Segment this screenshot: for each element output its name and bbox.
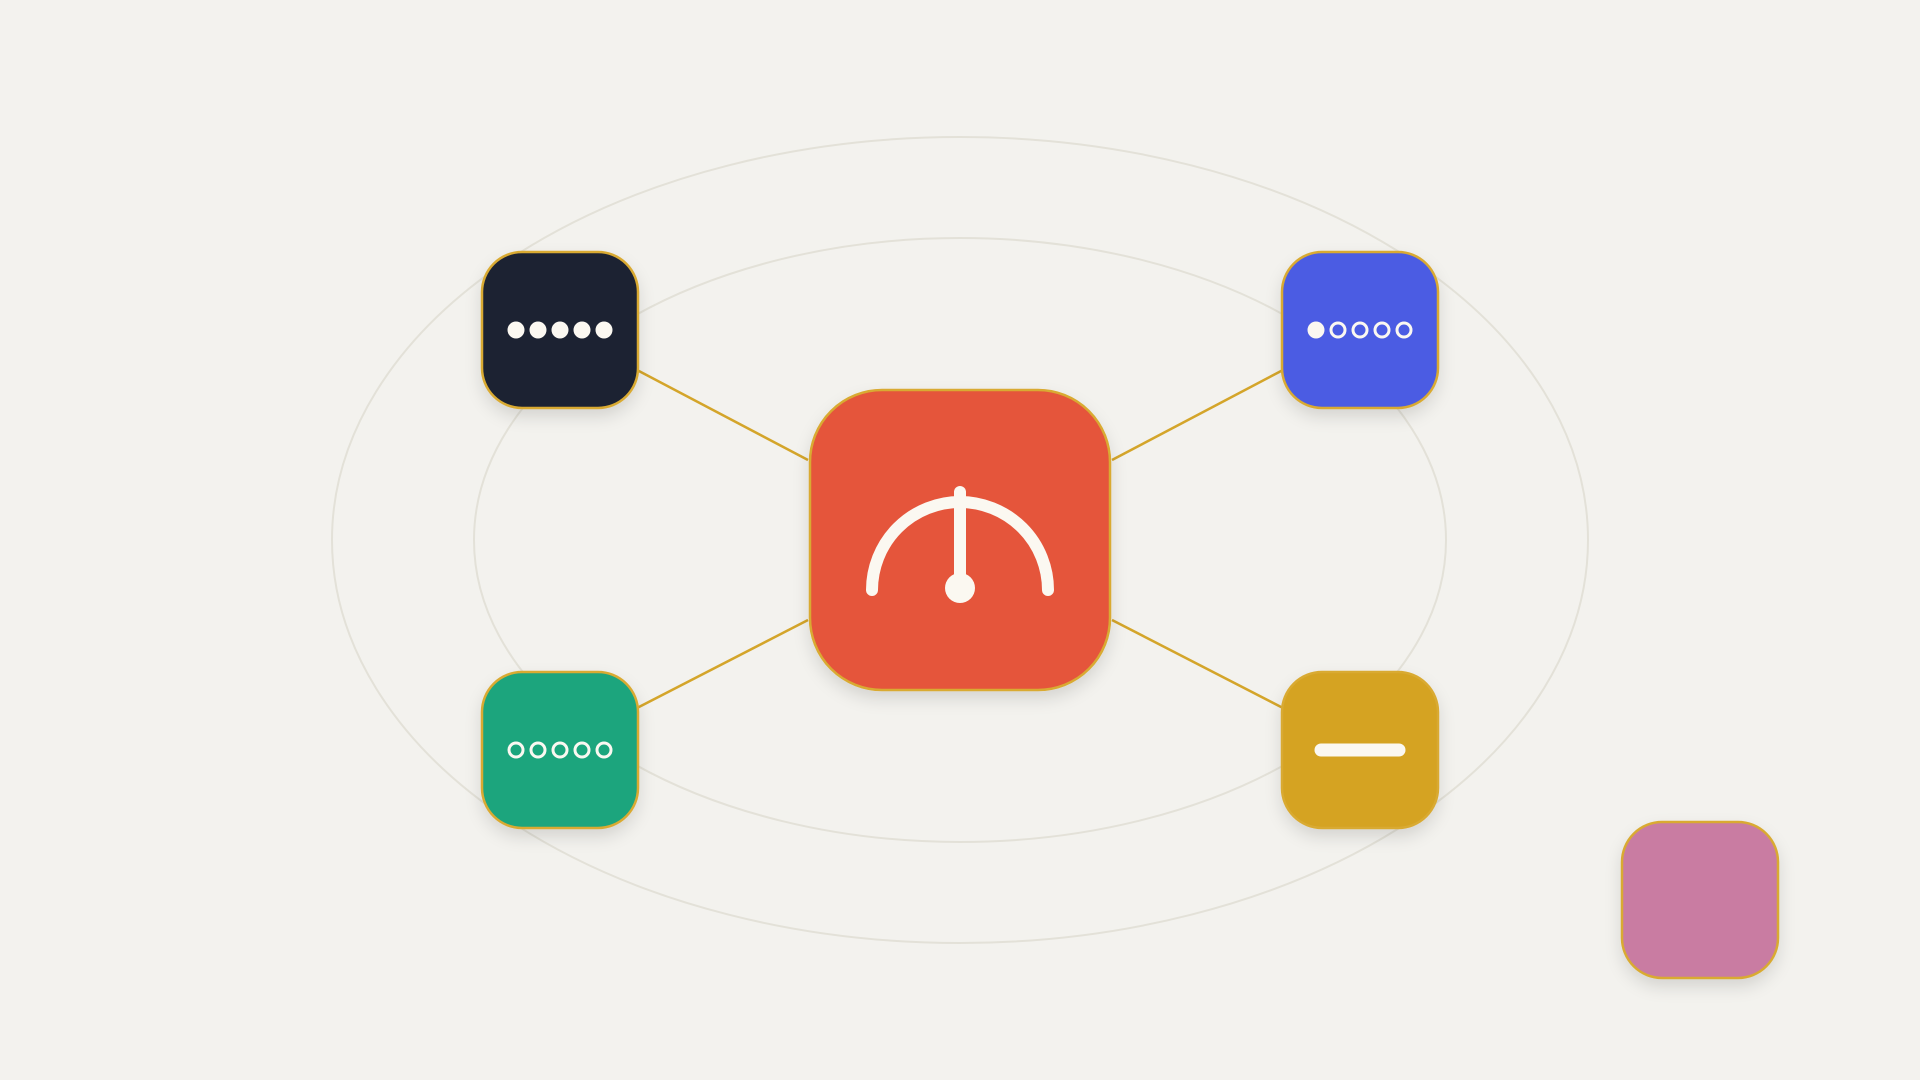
inner-orbit-ring xyxy=(473,237,1447,843)
connector-bottom-right xyxy=(1111,618,1284,710)
satellite-tile-top-right xyxy=(1280,250,1440,410)
five-empty-dots-icon xyxy=(507,741,613,759)
outer-orbit-ring xyxy=(331,136,1589,944)
filled-dot xyxy=(1307,321,1325,339)
satellite-tile-top-left xyxy=(480,250,640,410)
gauge-icon xyxy=(866,486,1054,603)
satellite-tile-bottom-right xyxy=(1280,670,1440,830)
gauge-pivot xyxy=(945,573,975,603)
empty-dot xyxy=(1351,321,1369,339)
detached-tile xyxy=(1620,820,1780,980)
five-filled-dots-icon xyxy=(507,321,613,339)
connector-top-right xyxy=(1111,368,1284,462)
empty-dot xyxy=(1395,321,1413,339)
satellite-tile-bottom-left xyxy=(480,670,640,830)
filled-dot xyxy=(595,321,613,339)
hub-tile xyxy=(808,388,1112,692)
empty-dot xyxy=(573,741,591,759)
empty-dot xyxy=(507,741,525,759)
connector-top-left xyxy=(636,368,809,462)
empty-dot xyxy=(529,741,547,759)
empty-dot xyxy=(551,741,569,759)
connector-bottom-left xyxy=(636,618,809,710)
filled-dot xyxy=(529,321,547,339)
empty-dot xyxy=(1329,321,1347,339)
filled-dot xyxy=(507,321,525,339)
empty-dot xyxy=(1373,321,1391,339)
empty-dot xyxy=(595,741,613,759)
one-of-five-dots-icon xyxy=(1307,321,1413,339)
filled-dot xyxy=(573,321,591,339)
filled-dot xyxy=(551,321,569,339)
